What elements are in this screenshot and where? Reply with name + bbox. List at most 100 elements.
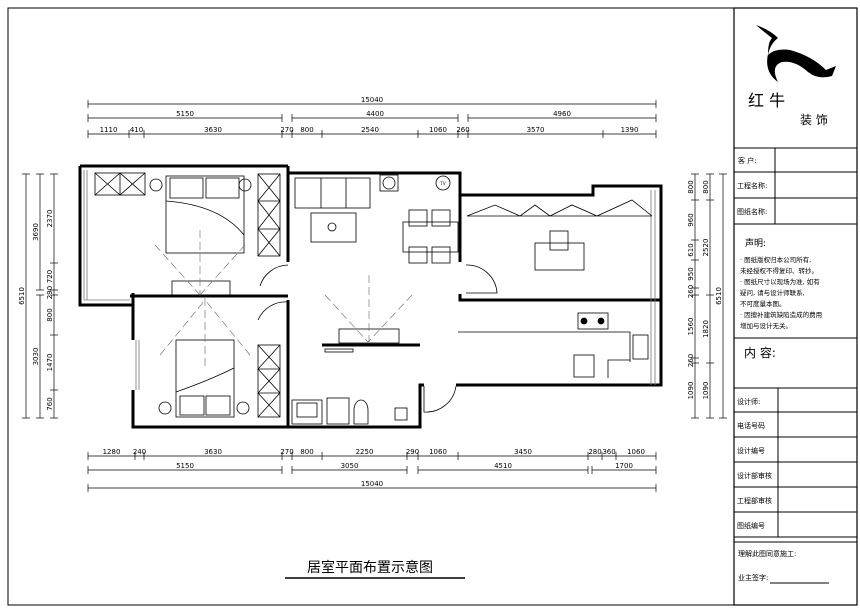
statement-line: · 图纸尺寸以现场为准, 如有 bbox=[740, 277, 820, 286]
left-overall-dimension-label: 6510 bbox=[18, 287, 26, 305]
top-detail-dimension-label: 2540 bbox=[361, 126, 379, 134]
sofa bbox=[294, 177, 371, 209]
door-bedroom-1 bbox=[259, 264, 289, 287]
shelf-study bbox=[466, 199, 653, 217]
right-detail-dimension-label: 610 bbox=[687, 243, 695, 256]
fridge bbox=[573, 354, 595, 378]
door-study bbox=[465, 264, 498, 294]
bottom-detail-dimension-label: 240 bbox=[133, 448, 146, 456]
title-block-row-field[interactable] bbox=[779, 438, 855, 461]
content-label: 内 容: bbox=[744, 345, 776, 360]
right-detail-dimension-label: 800 bbox=[687, 180, 695, 193]
right-detail-dimension-label: 1560 bbox=[687, 318, 695, 336]
title-block-row-label: 设计师: bbox=[737, 397, 760, 406]
title-block-row-label: 图纸编号 bbox=[737, 521, 765, 530]
top-dimension-label: 4400 bbox=[366, 110, 384, 118]
bottom-detail-dimension-label: 3450 bbox=[514, 448, 532, 456]
right-detail-dimension-label: 960 bbox=[687, 213, 695, 226]
statement-line: 未经授权不得复印、转抄。 bbox=[740, 266, 818, 275]
statement-line: 不可度量本图。 bbox=[740, 299, 786, 308]
statement-line: 增加与设计无关。 bbox=[740, 321, 792, 330]
top-dimension-label: 4960 bbox=[553, 110, 571, 118]
left-detail-dimension-label: 2370 bbox=[46, 210, 54, 228]
bottom-detail-dimension-label: 1060 bbox=[429, 448, 447, 456]
bottom-overall-dimension-label: 15040 bbox=[361, 480, 383, 488]
top-detail-dimension-label: 3570 bbox=[527, 126, 545, 134]
bottom-detail-dimension-label: 1060 bbox=[627, 448, 645, 456]
bottom-detail-dimension-label: 280 bbox=[588, 448, 601, 456]
statement-line: 疑问, 请与设计师联系, bbox=[740, 288, 805, 297]
title-block-row-field[interactable] bbox=[779, 513, 855, 536]
agree-construction-text: 理解此图同意施工: bbox=[738, 549, 796, 558]
drawing-frame bbox=[7, 7, 858, 606]
bottom-dimension-label: 5150 bbox=[176, 462, 194, 470]
company-logo: 红 牛 装 饰 bbox=[748, 25, 836, 127]
right-detail-dimension-label: 260 bbox=[687, 354, 695, 367]
right-dimension-label: 1090 bbox=[702, 382, 710, 400]
light-rays-2 bbox=[159, 298, 251, 370]
right-dimension-label: 1820 bbox=[702, 320, 710, 338]
top-detail-dimension-label: 3630 bbox=[204, 126, 222, 134]
wardrobe-top bbox=[94, 172, 281, 257]
brand-name-line1: 红 牛 bbox=[748, 91, 785, 110]
title-block: 红 牛 装 饰 客 户: 工程名称: 图纸名称: 声明: · 图纸版权归本公司所… bbox=[733, 7, 858, 606]
right-detail-dimension-label: 950 bbox=[687, 267, 695, 280]
kitchen-sink bbox=[632, 334, 649, 360]
bottom-dimension-label: 1700 bbox=[615, 462, 633, 470]
statement-line: · 图纸版权归本公司所有, bbox=[740, 255, 811, 264]
tv-set: TV bbox=[435, 175, 451, 191]
drawing-name-label: 图纸名称: bbox=[737, 207, 767, 216]
kitchen-counter bbox=[458, 331, 631, 378]
project-name-label: 工程名称: bbox=[737, 181, 767, 190]
top-detail-dimension-label: 260 bbox=[456, 126, 469, 134]
top-detail-dimension-label: 1110 bbox=[100, 126, 118, 134]
bottom-detail-dimension-label: 290 bbox=[406, 448, 419, 456]
statement-text: · 图纸版权归本公司所有, 未经授权不得复印、转抄。 · 图纸尺寸以现场为准, 如… bbox=[740, 255, 822, 330]
tv-cabinet-1 bbox=[171, 280, 231, 296]
top-detail-dimension-label: 410 bbox=[130, 126, 143, 134]
tv-label: TV bbox=[439, 181, 445, 186]
furniture: TV bbox=[94, 172, 653, 425]
top-dimension-label: 5150 bbox=[176, 110, 194, 118]
brand-name-line2: 装 饰 bbox=[800, 113, 828, 127]
top-detail-dimension-label: 270 bbox=[280, 126, 293, 134]
bottom-detail-dimension-label: 800 bbox=[300, 448, 313, 456]
wardrobe-bottom bbox=[257, 344, 281, 418]
left-detail-dimension-label: 760 bbox=[46, 397, 54, 410]
right-detail-dimension-label: 260 bbox=[687, 285, 695, 298]
title-block-row-label: 设计编号 bbox=[737, 446, 765, 455]
owner-signature-label: 业主签字: bbox=[738, 573, 768, 582]
title-block-row-field[interactable] bbox=[779, 389, 855, 411]
walls bbox=[78, 164, 663, 429]
entry-door[interactable] bbox=[423, 385, 457, 413]
dimension-lines: 15040 5150 4400 4960 1110 410 3630 270 800 2540 10… bbox=[18, 96, 727, 492]
left-dimension-label: 3030 bbox=[32, 348, 40, 366]
bottom-detail-dimension-label: 2250 bbox=[356, 448, 374, 456]
bottom-detail-dimension-label: 1280 bbox=[103, 448, 121, 456]
right-overall-dimension-label: 6510 bbox=[715, 287, 723, 305]
bathroom-fixtures bbox=[291, 348, 408, 425]
bottom-dimension-label: 4510 bbox=[494, 462, 512, 470]
bottom-detail-dimension-label: 3630 bbox=[204, 448, 222, 456]
title-block-row-field[interactable] bbox=[779, 413, 855, 436]
title-block-row-field[interactable] bbox=[779, 488, 855, 511]
top-detail-dimension-label: 800 bbox=[300, 126, 313, 134]
dining-set bbox=[402, 209, 459, 264]
double-bed-1 bbox=[149, 175, 252, 254]
right-dimension-label: 800 bbox=[702, 180, 710, 193]
drawing-title: 居室平面布置示意图 bbox=[307, 559, 433, 576]
light-rays-1 bbox=[154, 230, 246, 296]
coffee-table bbox=[310, 212, 357, 243]
title-block-row-field[interactable] bbox=[779, 463, 855, 486]
double-bed-2 bbox=[158, 339, 250, 418]
top-detail-dimension-label: 1390 bbox=[621, 126, 639, 134]
right-dimension-label: 2520 bbox=[702, 239, 710, 257]
top-overall-dimension-label: 15040 bbox=[361, 96, 383, 104]
right-detail-dimension-label: 1090 bbox=[687, 382, 695, 400]
left-detail-dimension-label: 1470 bbox=[46, 354, 54, 372]
gas-stove bbox=[577, 312, 609, 330]
desk bbox=[534, 230, 585, 271]
bottom-dimension-label: 3050 bbox=[341, 462, 359, 470]
